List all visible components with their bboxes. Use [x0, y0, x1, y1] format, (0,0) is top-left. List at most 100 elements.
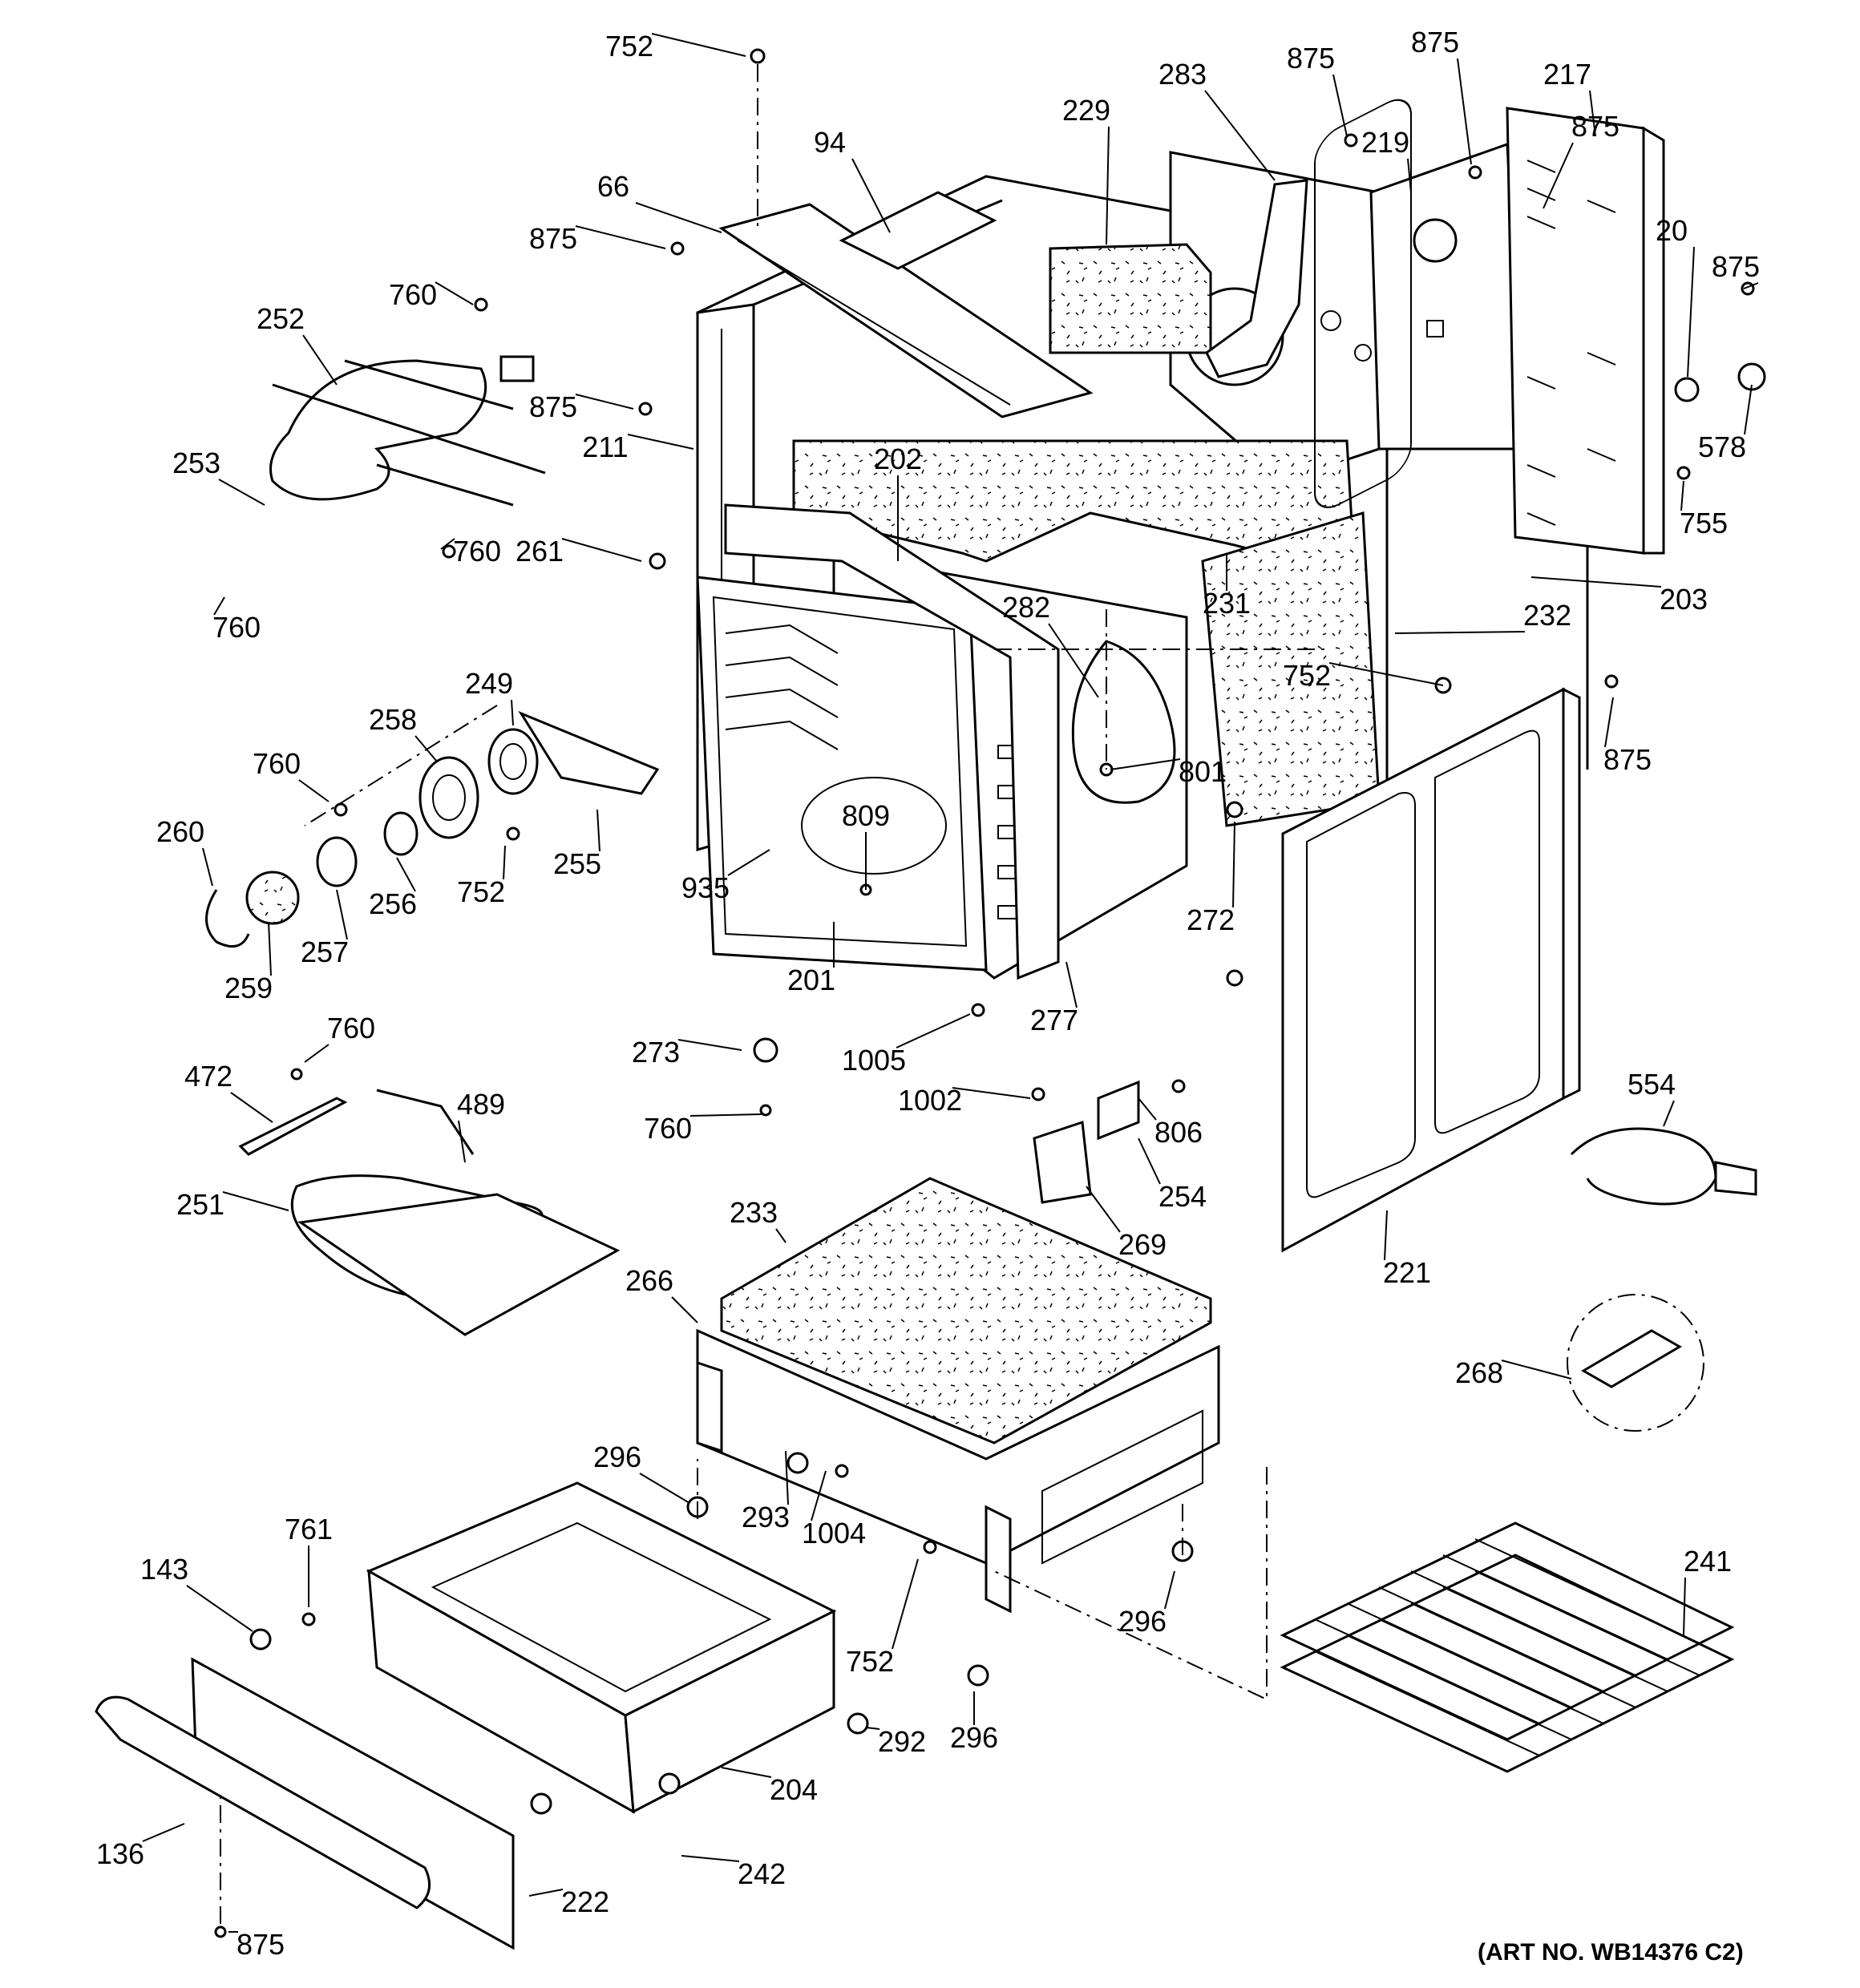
bake-element-489: [238, 1089, 621, 1336]
part-label-578: 578: [1698, 430, 1746, 463]
art-number: (ART NO. WB14376 C2): [1478, 1939, 1744, 1966]
leader-line-269: [1086, 1186, 1121, 1233]
leader-line-94: [851, 158, 891, 233]
part-label-296: 296: [1118, 1605, 1167, 1638]
insulation-blanket-229: [1049, 243, 1212, 354]
leader-line-251: [222, 1191, 289, 1211]
leader-line-259: [268, 921, 272, 976]
part-label-760: 760: [253, 747, 301, 780]
part-label-261: 261: [516, 535, 564, 568]
part-label-204: 204: [770, 1773, 818, 1806]
part-label-143: 143: [140, 1553, 188, 1586]
part-label-269: 269: [1118, 1228, 1167, 1261]
leader-line-875: [1332, 74, 1348, 137]
leader-line-760: [298, 779, 330, 802]
part-label-272: 272: [1187, 903, 1235, 936]
leader-line-296: [639, 1473, 690, 1504]
bracket-254-269: [1033, 1080, 1140, 1204]
leader-line-760: [304, 1044, 330, 1063]
leader-line-1004: [811, 1470, 827, 1521]
part-label-253: 253: [172, 446, 220, 479]
leader-line-752: [1328, 662, 1444, 686]
leader-line-875: [575, 394, 634, 410]
part-label-231: 231: [1203, 587, 1251, 620]
part-label-875: 875: [529, 390, 577, 423]
gasket-282: [1071, 640, 1176, 804]
part-label-875: 875: [1571, 110, 1619, 143]
part-label-136: 136: [96, 1837, 144, 1870]
part-label-202: 202: [874, 442, 922, 475]
leader-line-66: [635, 202, 722, 233]
leader-line-268: [1501, 1360, 1572, 1380]
leader-line-489: [458, 1120, 466, 1163]
part-label-273: 273: [632, 1036, 680, 1069]
leader-line-935: [727, 849, 770, 876]
part-label-66: 66: [597, 170, 629, 203]
part-label-554: 554: [1628, 1068, 1676, 1101]
part-label-211: 211: [582, 430, 628, 463]
part-label-809: 809: [842, 799, 890, 832]
leader-line-252: [302, 334, 338, 386]
part-label-752: 752: [1283, 659, 1331, 692]
leader-line-1005: [896, 1013, 971, 1049]
leader-lines: [142, 33, 1759, 1933]
leader-line-204: [721, 1767, 772, 1778]
leader-line-203: [1530, 576, 1662, 588]
part-label-296: 296: [593, 1440, 641, 1473]
leader-line-1002: [952, 1087, 1031, 1099]
part-label-256: 256: [369, 887, 417, 920]
leader-line-217: [1589, 90, 1596, 137]
leader-line-260: [202, 847, 213, 887]
part-drawings: [95, 48, 1766, 1950]
oven-racks-241: [1280, 1521, 1735, 1773]
leader-line-752: [892, 1558, 919, 1650]
part-label-472: 472: [184, 1060, 232, 1093]
leader-line-554: [1663, 1100, 1675, 1127]
front-frame-202: [724, 503, 1060, 980]
drawer-204: [366, 1481, 837, 1814]
vent-duct-283: [1205, 179, 1308, 378]
part-label-296: 296: [950, 1721, 998, 1754]
part-label-251: 251: [176, 1188, 224, 1221]
part-label-760: 760: [212, 611, 261, 644]
part-label-94: 94: [814, 126, 846, 159]
leader-line-233: [775, 1228, 786, 1243]
part-label-257: 257: [301, 935, 349, 968]
leader-line-253: [218, 479, 265, 506]
part-label-217: 217: [1543, 58, 1591, 91]
part-label-875: 875: [237, 1928, 285, 1961]
leader-line-801: [1110, 758, 1181, 770]
part-label-760: 760: [389, 278, 437, 311]
part-label-268: 268: [1455, 1356, 1503, 1389]
leader-line-472: [230, 1092, 273, 1123]
leader-line-261: [561, 538, 642, 562]
part-label-241: 241: [1684, 1545, 1732, 1578]
power-cord-554: [1570, 1127, 1757, 1206]
part-label-242: 242: [738, 1857, 786, 1890]
leader-line-221: [1384, 1210, 1388, 1261]
leader-line-760: [435, 281, 474, 305]
part-label-755: 755: [1680, 507, 1728, 539]
part-label-806: 806: [1154, 1116, 1203, 1149]
part-label-254: 254: [1158, 1180, 1207, 1213]
leader-line-273: [677, 1039, 742, 1051]
leader-line-875: [1543, 142, 1574, 209]
leader-line-875: [1604, 697, 1614, 748]
bottom-insulation-233: [720, 1177, 1212, 1445]
part-label-1005: 1005: [842, 1044, 906, 1077]
part-label-875: 875: [1411, 26, 1459, 59]
leader-line-292: [865, 1727, 880, 1730]
part-label-233: 233: [730, 1196, 778, 1229]
part-label-752: 752: [457, 875, 505, 908]
leader-line-283: [1204, 90, 1276, 181]
part-label-875: 875: [529, 222, 577, 255]
part-label-760: 760: [327, 1012, 375, 1045]
part-label-232: 232: [1523, 599, 1571, 632]
part-label-266: 266: [625, 1264, 673, 1297]
part-label-292: 292: [878, 1725, 926, 1758]
part-label-752: 752: [605, 30, 653, 63]
leader-line-229: [1106, 126, 1110, 245]
part-label-221: 221: [1383, 1256, 1431, 1289]
